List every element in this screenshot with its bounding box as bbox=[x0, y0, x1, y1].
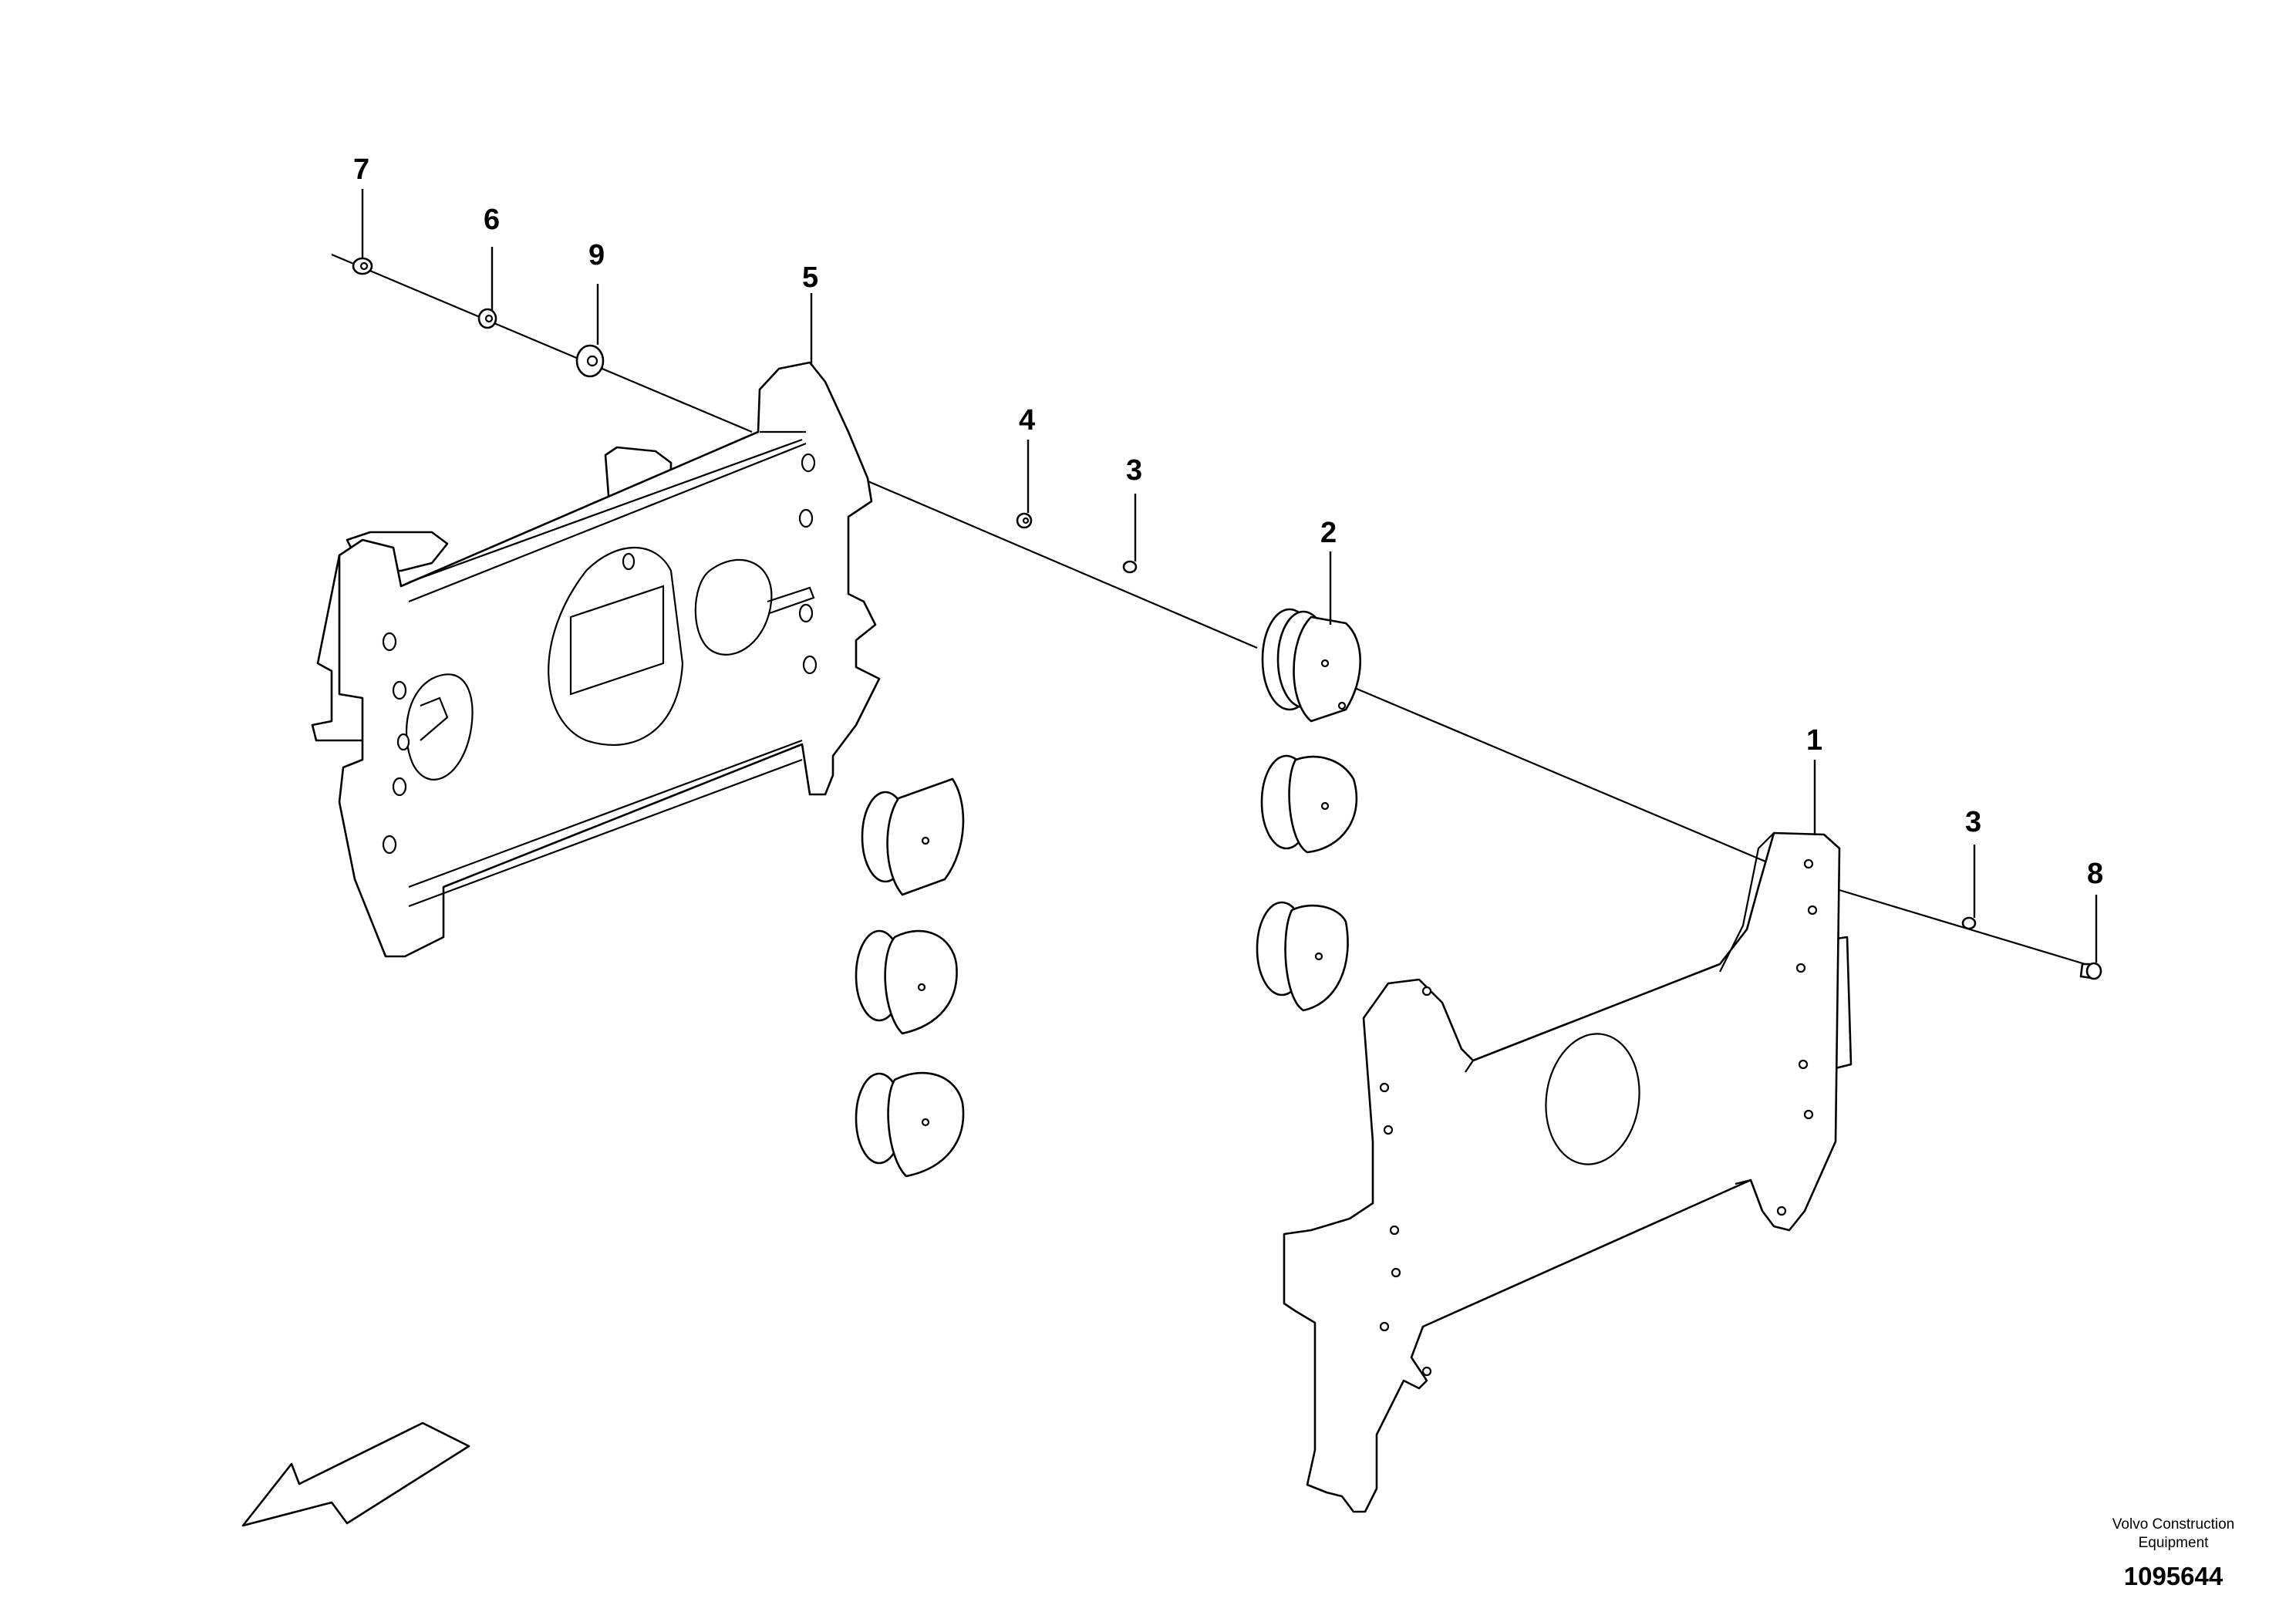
hardware-8-bolt bbox=[2079, 962, 2102, 980]
callout-7: 7 bbox=[353, 153, 369, 186]
rubber-mount-2-main bbox=[1261, 608, 1362, 723]
callout-2: 2 bbox=[1320, 517, 1337, 549]
hardware-9-washer bbox=[575, 344, 605, 378]
callout-5: 5 bbox=[802, 261, 818, 294]
direction-arrow-icon bbox=[241, 1421, 470, 1527]
document-number: 1095644 bbox=[2124, 1562, 2224, 1590]
callout-4: 4 bbox=[1019, 404, 1035, 437]
hardware-3-washer-a bbox=[1122, 560, 1138, 574]
hardware-6-washer bbox=[477, 308, 497, 329]
callout-3-lower: 3 bbox=[1965, 806, 1981, 838]
hardware-3-washer-b bbox=[1961, 916, 1977, 930]
hardware-4-nut bbox=[1016, 512, 1033, 529]
part-5-front-plate bbox=[311, 361, 881, 958]
part-1-rear-bracket bbox=[1283, 831, 1853, 1513]
rubber-mount-left-2 bbox=[855, 929, 958, 1035]
callout-6: 6 bbox=[484, 204, 500, 236]
callout-8: 8 bbox=[2087, 858, 2103, 890]
rubber-mount-right-3 bbox=[1256, 901, 1349, 1012]
callout-1: 1 bbox=[1806, 724, 1822, 757]
rubber-mount-left-1 bbox=[861, 777, 965, 896]
hardware-7-nut bbox=[352, 257, 373, 275]
publisher-credit-line2: Equipment bbox=[2139, 1535, 2210, 1551]
publisher-credit-line1: Volvo Construction bbox=[2112, 1516, 2234, 1533]
rubber-mount-right-2 bbox=[1260, 754, 1358, 854]
assembly-axis-line bbox=[331, 253, 2099, 969]
rubber-mount-left-3 bbox=[855, 1071, 965, 1178]
callout-3-upper: 3 bbox=[1126, 454, 1142, 487]
callout-9: 9 bbox=[588, 239, 605, 271]
